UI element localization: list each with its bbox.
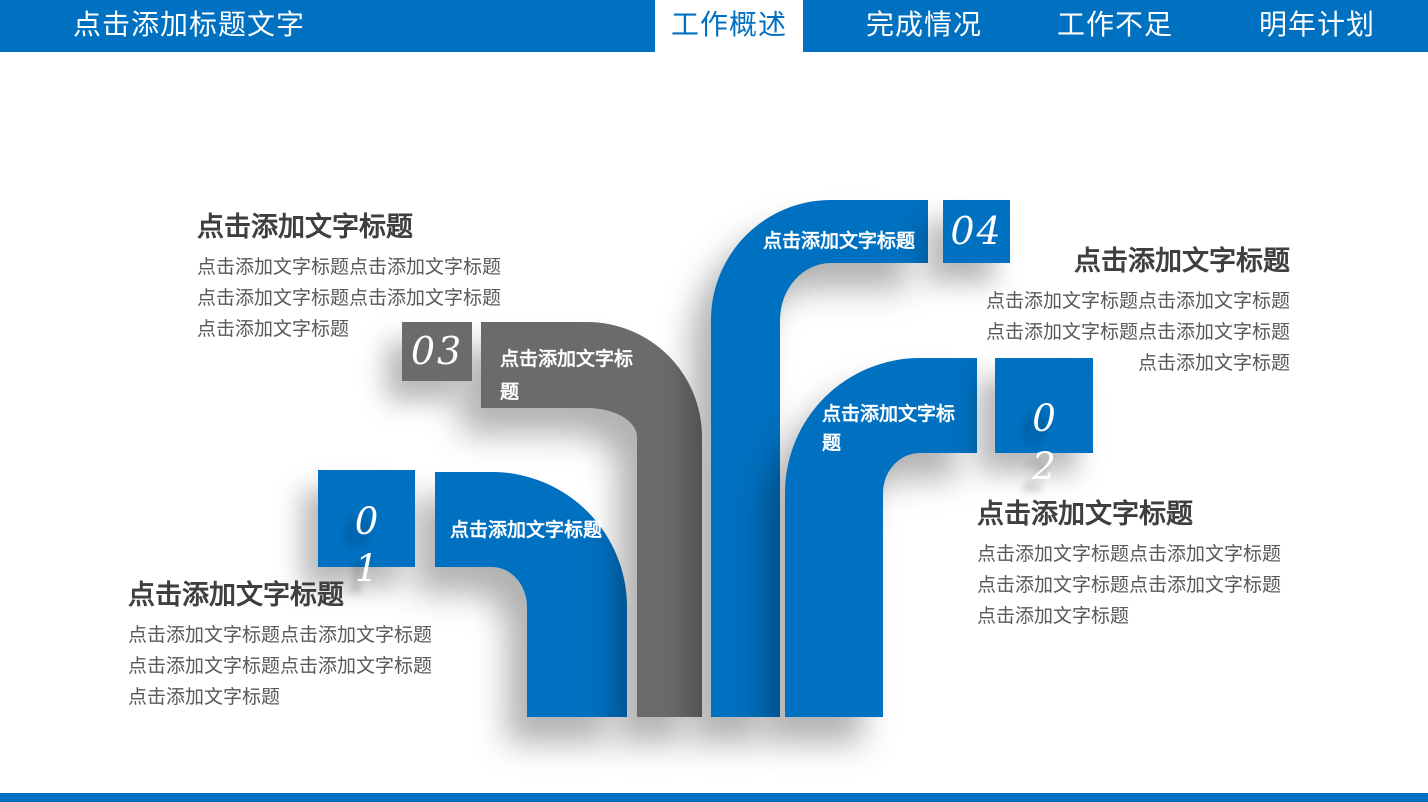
- tab-work-overview[interactable]: 工作概述: [655, 0, 803, 56]
- pipe-01-label: 点击添加文字标题: [450, 519, 603, 541]
- header-title: 点击添加标题文字: [73, 8, 306, 41]
- text-block-title: 点击添加文字标题: [197, 212, 413, 243]
- text-block-top-left: 点击添加文字标题 点击添加文字标题点击添加文字标题 点击添加文字标题点击添加文字…: [197, 208, 529, 345]
- text-block-line: 点击添加文字标题点击添加文字标题: [985, 321, 1290, 343]
- text-block-line: 点击添加文字标题点击添加文字标题: [128, 624, 433, 646]
- step-01-digit-bottom: 1: [354, 547, 379, 590]
- text-block-line: 点击添加文字标题点击添加文字标题: [977, 543, 1282, 565]
- step-01-digit-top: 0: [354, 500, 379, 543]
- pipe-04-label: 点击添加文字标题: [763, 230, 916, 252]
- text-block-top-right: 点击添加文字标题 点击添加文字标题点击添加文字标题 点击添加文字标题点击添加文字…: [958, 242, 1290, 379]
- text-block-line: 点击添加文字标题: [977, 605, 1130, 627]
- step-01-square: [318, 470, 415, 567]
- text-block-line: 点击添加文字标题: [197, 318, 350, 340]
- step-02-digit-bottom: 2: [1032, 445, 1056, 488]
- tab-completion-status[interactable]: 完成情况: [865, 8, 982, 41]
- text-block-bottom-left: 点击添加文字标题 点击添加文字标题点击添加文字标题 点击添加文字标题点击添加文字…: [128, 576, 460, 713]
- tab-next-year-plan[interactable]: 明年计划: [1258, 8, 1375, 41]
- text-block-bottom-right: 点击添加文字标题 点击添加文字标题点击添加文字标题 点击添加文字标题点击添加文字…: [977, 495, 1309, 632]
- step-02-square: [995, 358, 1093, 453]
- text-block-line: 点击添加文字标题: [1137, 352, 1290, 374]
- step-01-number: 0 1: [318, 498, 415, 592]
- pipe-03-label: 点击添加文字标题: [500, 348, 634, 403]
- step-03-square: [402, 322, 472, 381]
- text-block-line: 点击添加文字标题: [128, 686, 281, 708]
- pipe-02-label: 点击添加文字标题: [822, 403, 956, 454]
- text-block-line: 点击添加文字标题点击添加文字标题: [197, 256, 502, 278]
- step-04-number: 04: [950, 209, 1003, 253]
- step-02-number: 0 2: [995, 395, 1093, 491]
- text-block-title: 点击添加文字标题: [977, 499, 1193, 530]
- text-block-line: 点击添加文字标题点击添加文字标题: [128, 655, 433, 677]
- tab-work-shortcomings[interactable]: 工作不足: [1056, 8, 1173, 41]
- step-03-number: 03: [410, 329, 464, 373]
- step-04-square: [943, 200, 1010, 263]
- text-block-title: 点击添加文字标题: [128, 580, 344, 611]
- footer-bar: [0, 793, 1428, 802]
- text-block-title: 点击添加文字标题: [1074, 246, 1290, 277]
- text-block-line: 点击添加文字标题点击添加文字标题: [977, 574, 1282, 596]
- text-block-line: 点击添加文字标题点击添加文字标题: [985, 290, 1290, 312]
- text-block-line: 点击添加文字标题点击添加文字标题: [197, 287, 502, 309]
- step-02-digit-top: 0: [1032, 397, 1056, 440]
